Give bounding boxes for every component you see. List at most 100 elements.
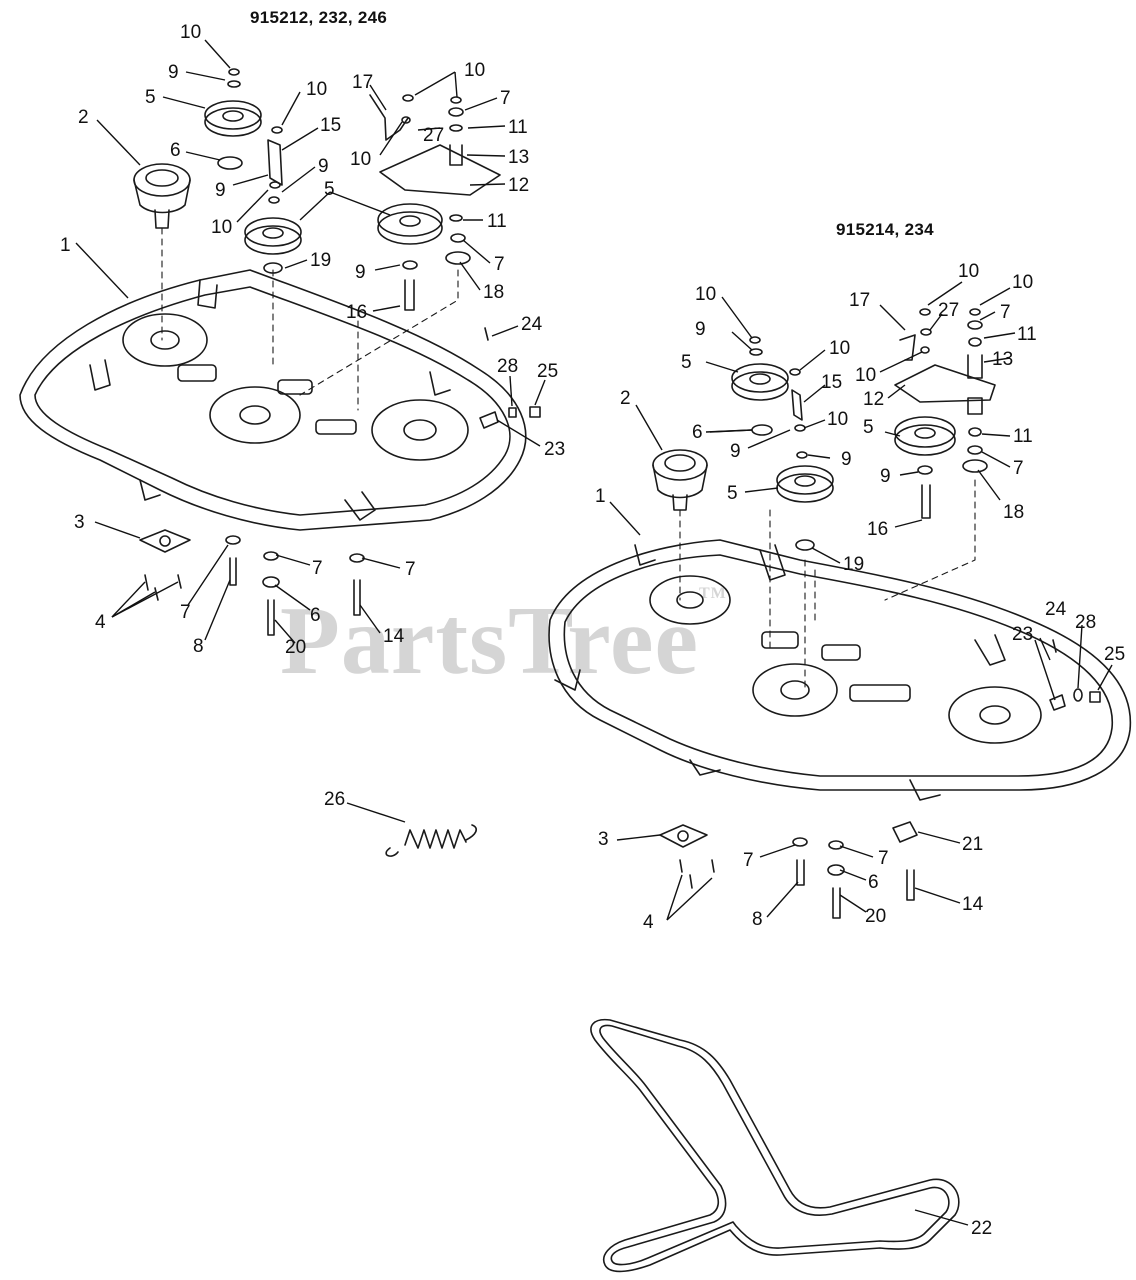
callout-15: 15 (320, 115, 341, 136)
callout-7: 7 (312, 558, 323, 579)
callout-7: 7 (405, 559, 416, 580)
callout-23: 23 (544, 439, 565, 460)
callout-7: 7 (500, 88, 511, 109)
callout-10: 10 (1012, 272, 1033, 293)
callout-5: 5 (727, 483, 738, 504)
callout-18: 18 (483, 282, 504, 303)
left-pulley-top (204, 100, 262, 137)
callout-9: 9 (318, 156, 329, 177)
callout-9: 9 (215, 180, 226, 201)
callout-9: 9 (695, 319, 706, 340)
callout-11: 11 (508, 117, 528, 138)
right-model-numbers: 915214, 234 (836, 220, 934, 239)
callout-10: 10 (180, 22, 201, 43)
callout-17: 17 (849, 290, 870, 311)
callout-18: 18 (1003, 502, 1024, 523)
watermark-text: PartsTree (280, 587, 699, 695)
left-pulley-center (244, 217, 302, 255)
callout-14: 14 (962, 894, 984, 915)
callout-6: 6 (692, 422, 703, 443)
callout-11: 11 (1013, 426, 1033, 447)
callout-21: 21 (962, 834, 983, 855)
callout-17: 17 (352, 72, 373, 93)
watermark-tm: TM (698, 585, 727, 602)
right-hardware (659, 308, 1101, 919)
callout-7: 7 (878, 848, 889, 869)
callout-9: 9 (880, 466, 891, 487)
callout-4: 4 (95, 612, 106, 633)
callout-24: 24 (1045, 599, 1067, 620)
callout-19: 19 (843, 554, 864, 575)
callout-9: 9 (168, 62, 179, 83)
left-hardware (139, 68, 541, 636)
right-deck-housing (548, 539, 1132, 801)
callout-12: 12 (863, 389, 884, 410)
callout-14: 14 (383, 626, 405, 647)
callout-6: 6 (170, 140, 181, 161)
callout-25: 25 (537, 361, 558, 382)
callout-7: 7 (494, 254, 505, 275)
callout-5: 5 (324, 179, 335, 200)
callout-7: 7 (1013, 458, 1024, 479)
callout-20: 20 (865, 906, 886, 927)
callout-20: 20 (285, 637, 306, 658)
callout-9: 9 (841, 449, 852, 470)
callout-28: 28 (497, 356, 518, 377)
left-model-numbers: 915212, 232, 246 (250, 8, 388, 27)
callout-10: 10 (306, 79, 327, 100)
left-assembly-lines (161, 227, 459, 411)
callout-11: 11 (487, 211, 507, 232)
right-pulley-center (776, 465, 834, 503)
callout-10: 10 (695, 284, 716, 305)
callout-6: 6 (310, 605, 321, 626)
callout-6: 6 (868, 872, 879, 893)
callout-7: 7 (180, 602, 191, 623)
callout-16: 16 (867, 519, 888, 540)
callout-13: 13 (992, 349, 1013, 370)
callout-10: 10 (958, 261, 979, 282)
callout-2: 2 (78, 107, 89, 128)
callout-5: 5 (863, 417, 874, 438)
callout-1: 1 (595, 486, 606, 507)
extension-spring (385, 824, 478, 857)
right-pulley-top (731, 363, 789, 401)
callout-15: 15 (821, 372, 842, 393)
right-pulley-idler (894, 416, 956, 456)
drive-belt (590, 1018, 960, 1273)
left-callouts: 10 9 5 2 10 15 6 9 10 9 5 19 1 17 10 7 2… (60, 22, 565, 658)
callout-7: 7 (1000, 302, 1011, 323)
callout-25: 25 (1104, 644, 1125, 665)
callout-28: 28 (1075, 612, 1096, 633)
callout-22: 22 (971, 1218, 992, 1239)
callout-19: 19 (310, 250, 331, 271)
callout-8: 8 (752, 909, 763, 930)
callout-10: 10 (464, 60, 485, 81)
right-assembly-lines (679, 479, 976, 691)
callout-3: 3 (74, 512, 85, 533)
callout-26: 26 (324, 789, 345, 810)
callout-7: 7 (743, 850, 754, 871)
callout-12: 12 (508, 175, 529, 196)
callout-9: 9 (355, 262, 366, 283)
callout-11: 11 (1017, 324, 1037, 345)
callout-8: 8 (193, 636, 204, 657)
callout-2: 2 (620, 388, 631, 409)
callout-16: 16 (346, 302, 367, 323)
callout-10: 10 (211, 217, 232, 238)
left-pulley-idler (377, 203, 443, 245)
callout-4: 4 (643, 912, 654, 933)
callout-5: 5 (145, 87, 156, 108)
callout-5: 5 (681, 352, 692, 373)
callout-3: 3 (598, 829, 609, 850)
callout-27: 27 (938, 300, 959, 321)
callout-13: 13 (508, 147, 529, 168)
parts-tree-watermark: PartsTreeTM (280, 585, 727, 697)
callout-10: 10 (350, 149, 371, 170)
callout-27: 27 (423, 125, 444, 146)
callout-10: 10 (829, 338, 850, 359)
left-spindle (133, 163, 191, 229)
callout-9: 9 (730, 441, 741, 462)
right-spindle (652, 449, 708, 511)
left-deck-housing (19, 269, 527, 531)
